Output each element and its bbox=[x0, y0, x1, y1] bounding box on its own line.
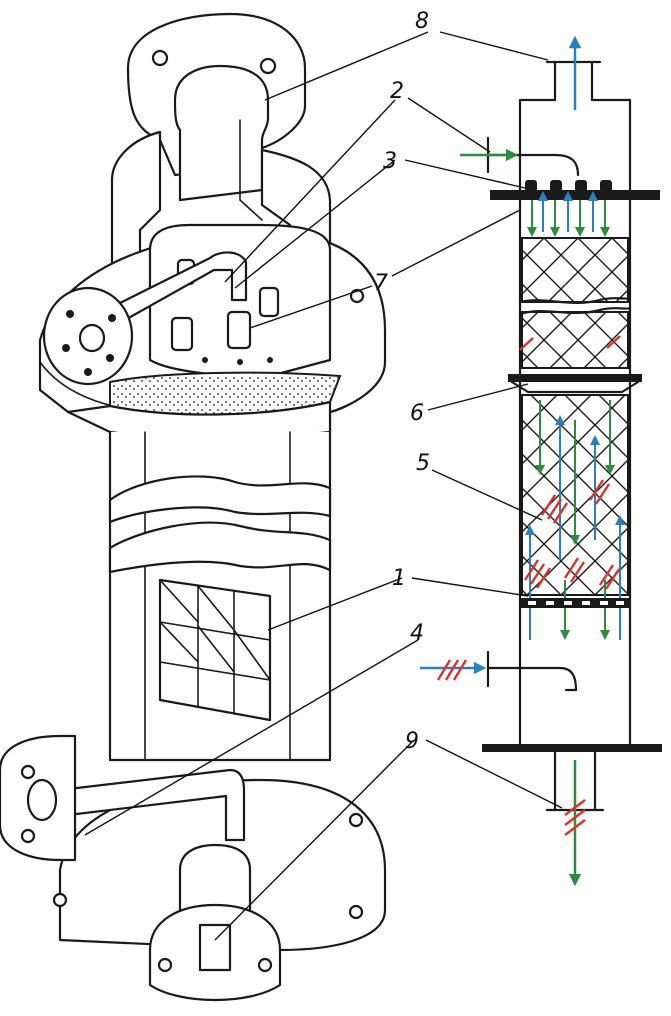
support-grid bbox=[520, 598, 630, 608]
bottom-flange-plate bbox=[482, 744, 662, 752]
callout-3: 3 bbox=[383, 149, 397, 174]
redistributor-plate bbox=[508, 374, 642, 382]
shell-break-upper bbox=[108, 475, 332, 524]
shell-break-lower bbox=[108, 521, 332, 574]
distributor-gas-rise bbox=[538, 191, 598, 232]
gas-inlet-hatch bbox=[436, 659, 468, 681]
side-gas-flange bbox=[0, 734, 77, 862]
callout-8: 8 bbox=[415, 9, 429, 34]
bottom-flange-bolt bbox=[157, 957, 173, 973]
schematic-shell bbox=[518, 198, 632, 747]
lower-flange-bolt bbox=[52, 892, 68, 908]
cutaway-column bbox=[0, 12, 387, 1002]
distributor-cap bbox=[170, 316, 194, 352]
packing-grid bbox=[158, 578, 272, 722]
callout-2: 2 bbox=[390, 79, 404, 104]
side-inlet-flange bbox=[42, 286, 134, 386]
callout-6: 6 bbox=[410, 401, 424, 426]
schematic-section bbox=[420, 35, 662, 887]
gas-inlet bbox=[486, 650, 578, 692]
bottom-flange-bolt bbox=[257, 957, 273, 973]
distributor-liquid-drips bbox=[527, 200, 610, 237]
liquid-inlet bbox=[486, 136, 580, 177]
packing-gas-flow bbox=[525, 415, 625, 640]
lower-flange-bolt bbox=[348, 812, 364, 828]
distributor-cap bbox=[226, 310, 252, 350]
top-flange-bolt bbox=[151, 49, 169, 67]
top-outlet bbox=[518, 60, 632, 192]
callout-1: 1 bbox=[392, 566, 406, 591]
gas-inlet-pipe bbox=[58, 768, 246, 842]
bottom-outlet-hatch bbox=[564, 799, 586, 836]
callout-leaders bbox=[84, 31, 563, 941]
callout-5: 5 bbox=[416, 451, 430, 476]
middle-packing-bed bbox=[521, 311, 629, 369]
callout-labels: 8 2 3 7 6 5 1 4 9 bbox=[374, 9, 430, 754]
distributor-cap bbox=[258, 286, 280, 318]
upper-flange-bolt bbox=[349, 288, 365, 304]
distributor-plate bbox=[490, 190, 660, 200]
distributor-caps bbox=[525, 180, 612, 192]
liquid-inlet-pipe bbox=[88, 251, 248, 336]
top-flange-bolt bbox=[259, 57, 277, 75]
callout-9: 9 bbox=[405, 729, 419, 754]
packing-hatch-marks bbox=[519, 335, 621, 590]
top-outlet-nozzle bbox=[173, 64, 270, 202]
callout-4: 4 bbox=[410, 621, 424, 646]
lower-flange-bolt bbox=[348, 904, 364, 920]
callout-7: 7 bbox=[374, 271, 388, 296]
upper-packing-bed bbox=[521, 237, 629, 303]
